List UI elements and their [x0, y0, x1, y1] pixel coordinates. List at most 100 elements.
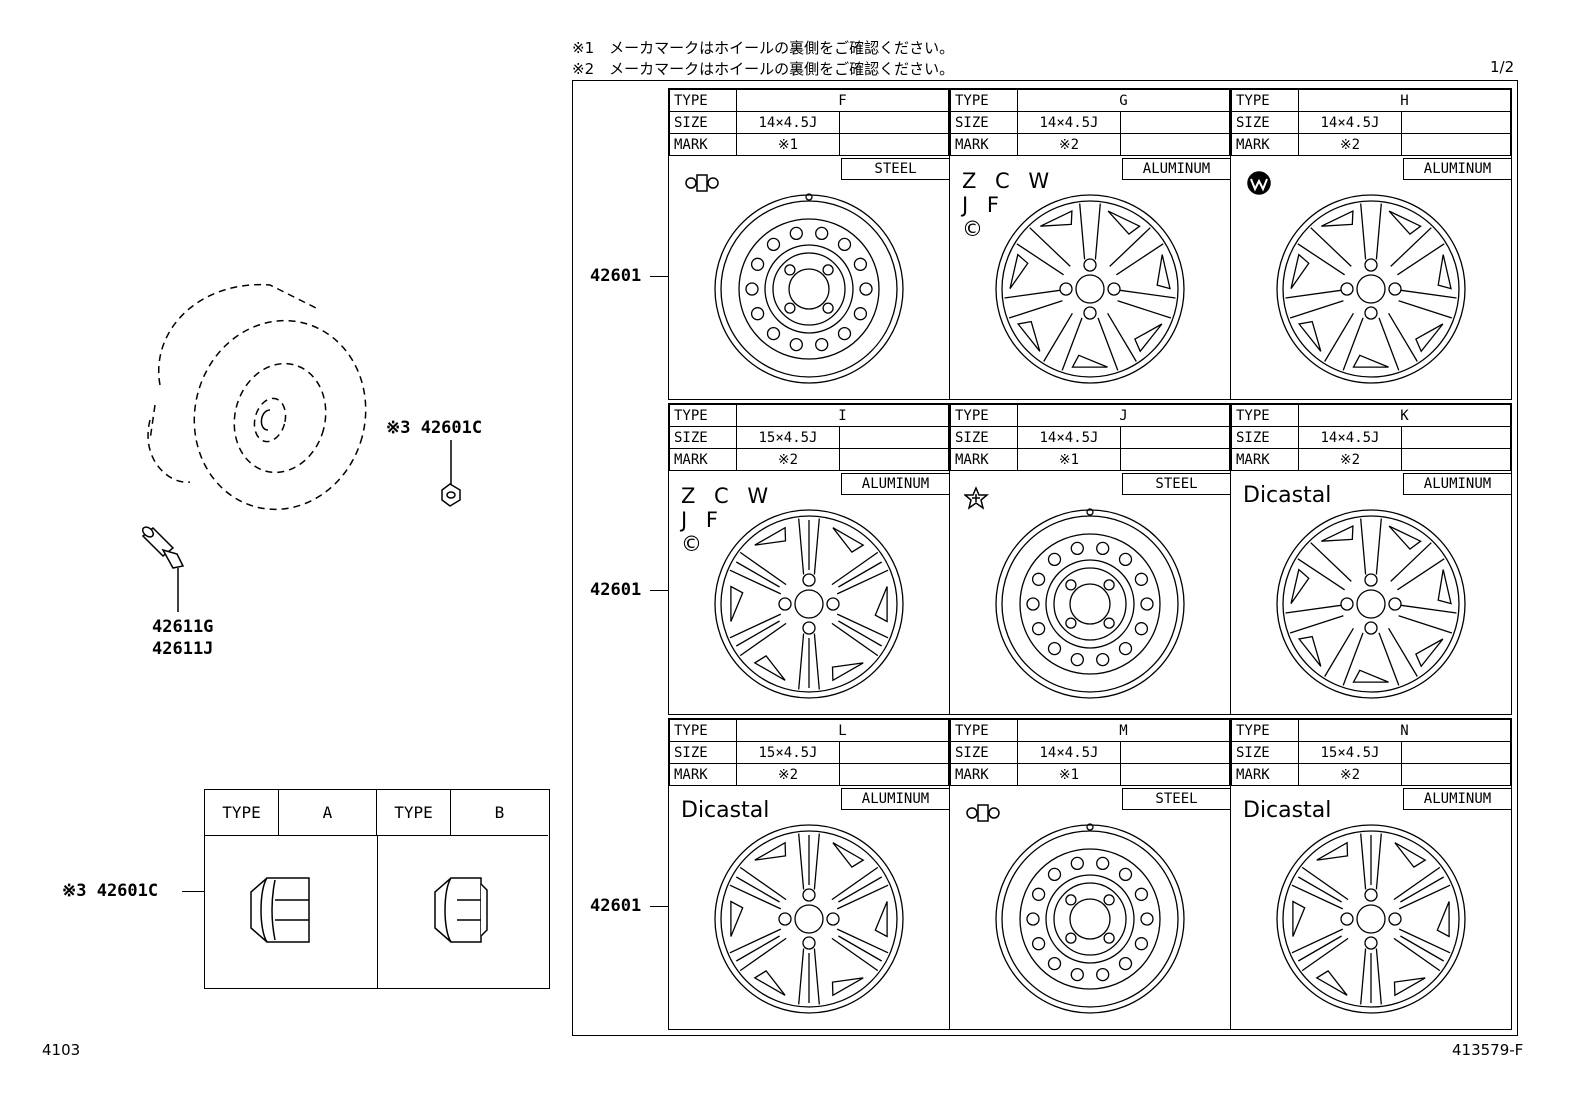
dicastal-mark: Dicastal: [1243, 483, 1332, 508]
zcw-jf-mark: Z C W J F ©: [681, 484, 775, 556]
wheel-assembly-illustration: [147, 283, 367, 511]
size-value: 14×4.5J: [1298, 111, 1402, 134]
footer-left: 4103: [42, 1041, 81, 1059]
wheel-drawing: [995, 823, 1185, 1014]
mark-label: MARK: [950, 763, 1018, 786]
hub-nut-icon: [441, 440, 461, 507]
size-label: SIZE: [669, 426, 737, 449]
star-logo-icon: [964, 486, 990, 510]
mark-label: MARK: [669, 448, 737, 471]
type-value: L: [736, 719, 949, 742]
type-label: TYPE: [950, 404, 1018, 427]
mark-label: MARK: [669, 133, 737, 156]
material-label: ALUMINUM: [841, 473, 949, 495]
type-label: TYPE: [1231, 89, 1299, 112]
type-value: F: [736, 89, 949, 112]
page-number: 1/2: [1490, 58, 1515, 76]
material-label: ALUMINUM: [1122, 158, 1230, 180]
mark-value: ※2: [1298, 448, 1402, 471]
material-label: STEEL: [1122, 788, 1230, 810]
mark-label: MARK: [950, 448, 1018, 471]
variants-frame: [572, 80, 1518, 1036]
note-2: ※2 メーカマークはホイールの裏側をご確認ください。: [572, 60, 955, 78]
callout-nut-top: ※3 42601C: [386, 418, 483, 438]
size-label: SIZE: [950, 111, 1018, 134]
type-value: H: [1298, 89, 1511, 112]
type-value: N: [1298, 719, 1511, 742]
valve-stem-icon: [141, 526, 185, 612]
size-value: 15×4.5J: [736, 426, 840, 449]
callout-row3: 42601: [590, 896, 642, 916]
mark-value: ※2: [1298, 763, 1402, 786]
type-label: TYPE: [1231, 719, 1299, 742]
wheel-drawing: [1276, 509, 1466, 699]
type-value: M: [1017, 719, 1230, 742]
material-label: ALUMINUM: [1403, 158, 1511, 180]
size-value: 14×4.5J: [736, 111, 840, 134]
leader-line: [182, 891, 204, 892]
type-label: TYPE: [950, 89, 1018, 112]
mark-value: ※2: [1298, 133, 1402, 156]
wheel-drawing: [714, 509, 904, 699]
wheel-drawing: [1276, 194, 1466, 384]
wheel-drawing: [714, 824, 904, 1014]
mark-label: MARK: [1231, 448, 1299, 471]
callout-row2: 42601: [590, 580, 642, 600]
steel-logo-icon: [966, 804, 1000, 822]
size-label: SIZE: [950, 426, 1018, 449]
size-label: SIZE: [1231, 111, 1299, 134]
material-label: ALUMINUM: [841, 788, 949, 810]
nut-type-label-b: TYPE: [377, 790, 451, 836]
size-value: 14×4.5J: [1017, 426, 1121, 449]
nut-type-label-a: TYPE: [205, 790, 279, 836]
zcw-jf-mark: Z C W J F ©: [962, 169, 1056, 241]
size-value: 14×4.5J: [1017, 741, 1121, 764]
mark-value: ※1: [1017, 763, 1121, 786]
mark-value: ※2: [736, 448, 840, 471]
type-value: K: [1298, 404, 1511, 427]
size-value: 15×4.5J: [1298, 741, 1402, 764]
wheel-drawing: [995, 508, 1185, 699]
callout-row1: 42601: [590, 266, 642, 286]
type-label: TYPE: [669, 89, 737, 112]
nut-type-b-icon: [434, 877, 488, 943]
callout-valve-g: 42611G: [152, 617, 214, 637]
mark-label: MARK: [950, 133, 1018, 156]
mark-label: MARK: [1231, 763, 1299, 786]
size-value: 14×4.5J: [1298, 426, 1402, 449]
nut-type-table: TYPE A TYPE B: [204, 789, 550, 989]
wheel-drawing: [714, 193, 904, 384]
nut-type-value-a: A: [279, 790, 377, 836]
size-label: SIZE: [669, 111, 737, 134]
material-label: ALUMINUM: [1403, 473, 1511, 495]
steel-logo-icon: [685, 174, 719, 192]
material-label: STEEL: [841, 158, 949, 180]
material-label: ALUMINUM: [1403, 788, 1511, 810]
nut-type-value-b: B: [451, 790, 548, 836]
wheel-drawing: [995, 194, 1185, 384]
callout-nut-left: ※3 42601C: [62, 881, 159, 901]
type-label: TYPE: [669, 719, 737, 742]
mark-value: ※2: [736, 763, 840, 786]
size-value: 15×4.5J: [736, 741, 840, 764]
mark-value: ※1: [736, 133, 840, 156]
type-label: TYPE: [1231, 404, 1299, 427]
size-label: SIZE: [950, 741, 1018, 764]
type-value: G: [1017, 89, 1230, 112]
type-value: I: [736, 404, 949, 427]
